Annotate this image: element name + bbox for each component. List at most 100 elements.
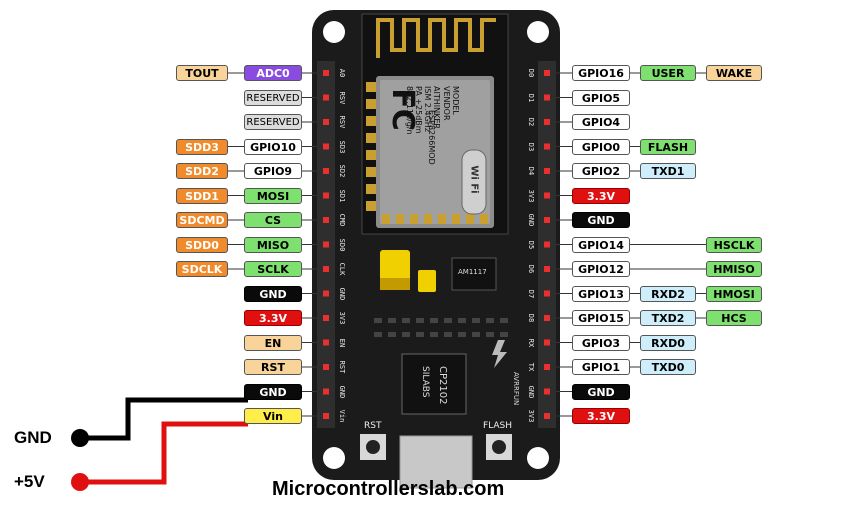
left-label-gnd: GND <box>244 383 302 400</box>
left-label-mosi: MOSI <box>244 187 302 204</box>
vin-wire <box>80 421 248 485</box>
smd-component <box>402 318 410 323</box>
left-label-sdd1: SDD1 <box>176 187 228 204</box>
flash-button[interactable] <box>492 440 506 454</box>
power-5v-label: +5V <box>14 472 45 491</box>
rst-button[interactable] <box>366 440 380 454</box>
left-pin <box>323 217 329 223</box>
module-model-line: VENDOR <box>441 86 451 121</box>
module-pad <box>382 214 390 224</box>
module-pad <box>366 184 376 194</box>
right-label-gnd: GND <box>572 212 630 228</box>
capacitor-small <box>418 270 436 292</box>
left-label-sdd2: SDD2 <box>176 163 228 179</box>
smd-component <box>486 318 494 323</box>
right-label-hcs: HCS <box>706 310 762 326</box>
left-label-tout: TOUT <box>176 65 228 81</box>
mount-hole <box>323 21 345 43</box>
usb-chip-label-2: CP2102 <box>437 366 448 405</box>
right-label-gpio12: GPIO12 <box>572 261 630 277</box>
left-pin <box>323 339 329 346</box>
left-label-gpio9: GPIO9 <box>244 163 302 179</box>
right-pin <box>544 94 550 101</box>
right-pin <box>544 70 550 76</box>
left-pin-name: EN <box>338 338 346 347</box>
right-pin <box>544 266 550 272</box>
module-pad <box>366 133 376 143</box>
smd-component <box>472 332 480 337</box>
right-pin <box>544 364 550 370</box>
right-pin <box>544 339 550 346</box>
module-pad <box>366 116 376 126</box>
usb-connector <box>399 435 473 489</box>
left-pin-name: SD0 <box>338 238 346 251</box>
left-pin <box>323 94 329 101</box>
right-pin-name: D7 <box>527 289 535 298</box>
smd-component <box>472 318 480 323</box>
module-model-line: PA +25dBm <box>413 86 423 134</box>
left-pin-name: 3V3 <box>338 311 346 325</box>
left-label-reserved: RESERVED <box>244 89 302 106</box>
left-pin-name: SD1 <box>338 189 346 202</box>
right-pin-name: D6 <box>527 264 535 274</box>
left-pin-name: RSV <box>338 91 346 104</box>
left-label-reserved: RESERVED <box>244 114 302 130</box>
right-pin <box>544 143 550 150</box>
right-label-hmiso: HMISO <box>706 261 762 277</box>
left-pin <box>323 364 329 370</box>
smd-component <box>444 318 452 323</box>
right-pin-name: D5 <box>527 240 535 249</box>
power-gnd-label: GND <box>14 428 52 447</box>
module-model-line: 802.11b/g/n <box>404 86 414 135</box>
right-label-flash: FLASH <box>640 138 696 155</box>
right-pin-name: TX <box>527 362 535 372</box>
right-label-gnd: GND <box>572 383 630 400</box>
smd-component <box>388 332 396 337</box>
right-label-txd1: TXD1 <box>640 163 696 179</box>
module-pad <box>366 167 376 177</box>
left-label-miso: MISO <box>244 236 302 253</box>
module-pad <box>480 214 488 224</box>
right-pin-name: GND <box>527 385 535 398</box>
smd-component <box>486 332 494 337</box>
right-label-user: USER <box>640 65 696 81</box>
right-pin-name: 3V3 <box>527 409 535 423</box>
left-pin <box>323 168 329 174</box>
module-pad <box>452 214 460 224</box>
right-pin <box>544 192 550 199</box>
right-label-3-3v: 3.3V <box>572 187 630 204</box>
left-label-adc0: ADC0 <box>244 65 302 81</box>
right-pin-name: D4 <box>527 166 535 176</box>
module-model-name: ESP8266MOD <box>427 110 436 165</box>
right-label-txd0: TXD0 <box>640 359 696 375</box>
left-pin <box>323 70 329 76</box>
module-pad <box>366 82 376 92</box>
left-pin-name: CLK <box>338 262 346 276</box>
smd-component <box>374 318 382 323</box>
left-label-sdcmd: SDCMD <box>176 212 228 228</box>
right-pin-name: D3 <box>527 142 535 151</box>
right-pin-name: D1 <box>527 93 535 102</box>
module-pad <box>466 214 474 224</box>
left-pin <box>323 388 329 395</box>
right-label-rxd0: RXD0 <box>640 334 696 351</box>
module-pad <box>410 214 418 224</box>
smd-component <box>444 332 452 337</box>
right-pin-name: D2 <box>527 117 535 127</box>
smd-component <box>430 318 438 323</box>
module-model-line: MODEL <box>451 86 460 115</box>
regulator-label: AM1117 <box>458 268 487 276</box>
right-label-gpio0: GPIO0 <box>572 138 630 155</box>
left-pin-name: SD2 <box>338 164 346 178</box>
left-label-en: EN <box>244 334 302 351</box>
module-pad <box>366 99 376 109</box>
left-label-sdd0: SDD0 <box>176 236 228 253</box>
footer-credit: Microcontrollerslab.com <box>272 478 505 500</box>
right-pin-name: D0 <box>527 68 535 78</box>
wifi-mark: Wi Fi <box>468 165 480 194</box>
vin-terminal <box>71 473 89 491</box>
right-pin-name: GND <box>527 213 535 227</box>
right-label-gpio5: GPIO5 <box>572 89 630 106</box>
left-pin <box>323 241 329 248</box>
